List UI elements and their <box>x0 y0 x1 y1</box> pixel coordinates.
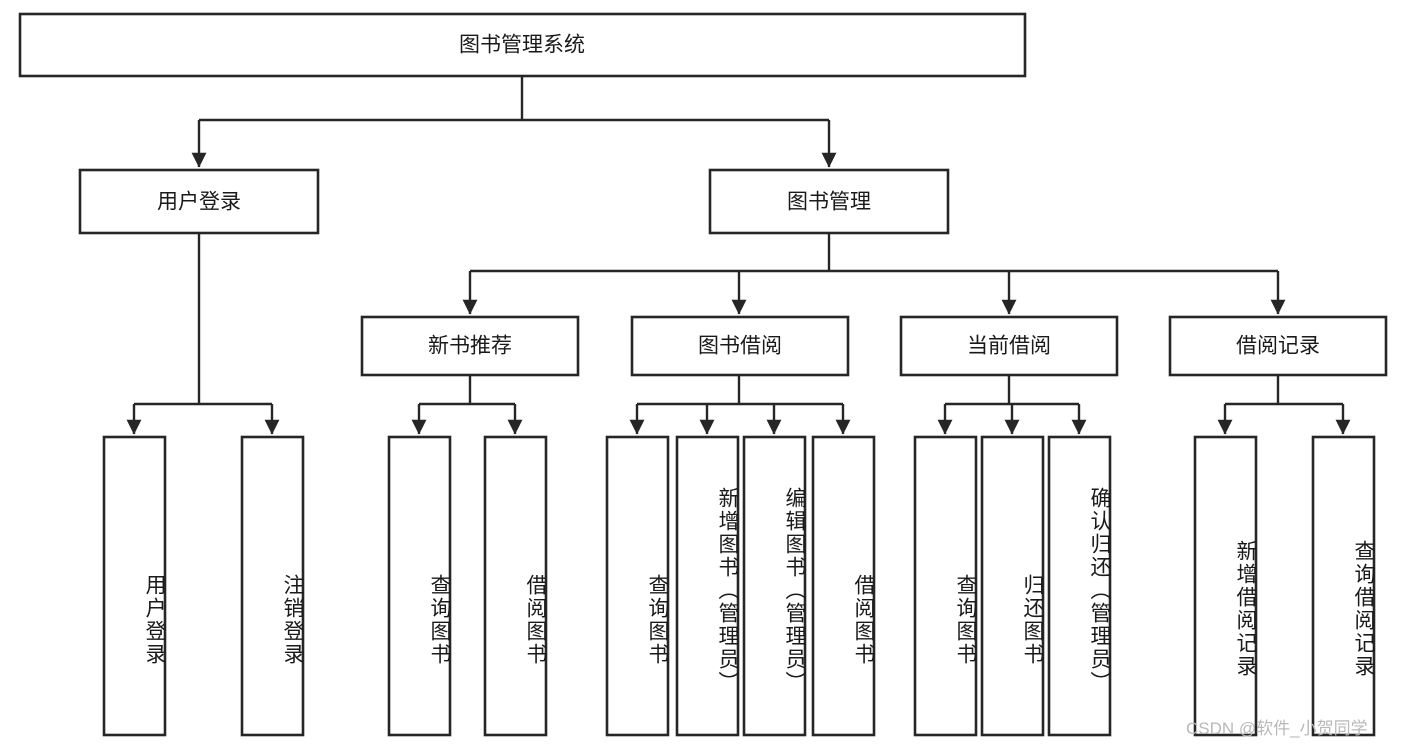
node-book-borrow[interactable] <box>630 315 850 377</box>
node-new-book-recommend[interactable] <box>360 315 580 377</box>
node-leaf-current-borrow-0[interactable] <box>913 435 978 737</box>
node-leaf-book-borrow-0[interactable] <box>605 435 670 737</box>
csdn-watermark: CSDN @软件_小贺同学 <box>1186 719 1368 738</box>
node-leaf-user-login-1[interactable] <box>240 435 305 737</box>
node-user-login-label: 用户登录 <box>157 191 241 214</box>
node-leaf-new-book-1[interactable] <box>483 435 548 737</box>
node-leaf-book-borrow-1[interactable] <box>675 435 740 737</box>
node-book-borrow-label: 图书借阅 <box>698 335 782 358</box>
connectors <box>126 77 1351 435</box>
node-leaf-current-borrow-1[interactable] <box>980 435 1045 737</box>
node-root-label: 图书管理系统 <box>459 34 585 57</box>
node-new-book-recommend-label: 新书推荐 <box>428 335 512 358</box>
node-leaf-book-borrow-3[interactable] <box>811 435 876 737</box>
node-current-borrow-label: 当前借阅 <box>967 335 1051 358</box>
node-book-manage[interactable] <box>708 168 950 235</box>
node-user-login[interactable] <box>78 168 320 235</box>
node-leaf-current-borrow-2[interactable] <box>1047 435 1112 737</box>
node-leaf-new-book-0[interactable] <box>387 435 452 737</box>
node-root[interactable] <box>18 12 1027 78</box>
node-labels-horizontal: 图书管理系统 用户登录 图书管理 新书推荐 图书借阅 当前借阅 借阅记录 <box>157 34 1320 358</box>
node-leaf-borrow-record-0[interactable] <box>1193 435 1258 737</box>
node-leaf-user-login-0[interactable] <box>102 435 167 737</box>
node-boxes <box>18 12 1388 737</box>
node-leaf-borrow-record-1[interactable] <box>1311 435 1376 737</box>
node-borrow-record[interactable] <box>1168 315 1388 377</box>
node-current-borrow[interactable] <box>899 315 1119 377</box>
node-leaf-book-borrow-2[interactable] <box>742 435 807 737</box>
node-borrow-record-label: 借阅记录 <box>1236 335 1320 358</box>
node-book-manage-label: 图书管理 <box>787 191 871 214</box>
